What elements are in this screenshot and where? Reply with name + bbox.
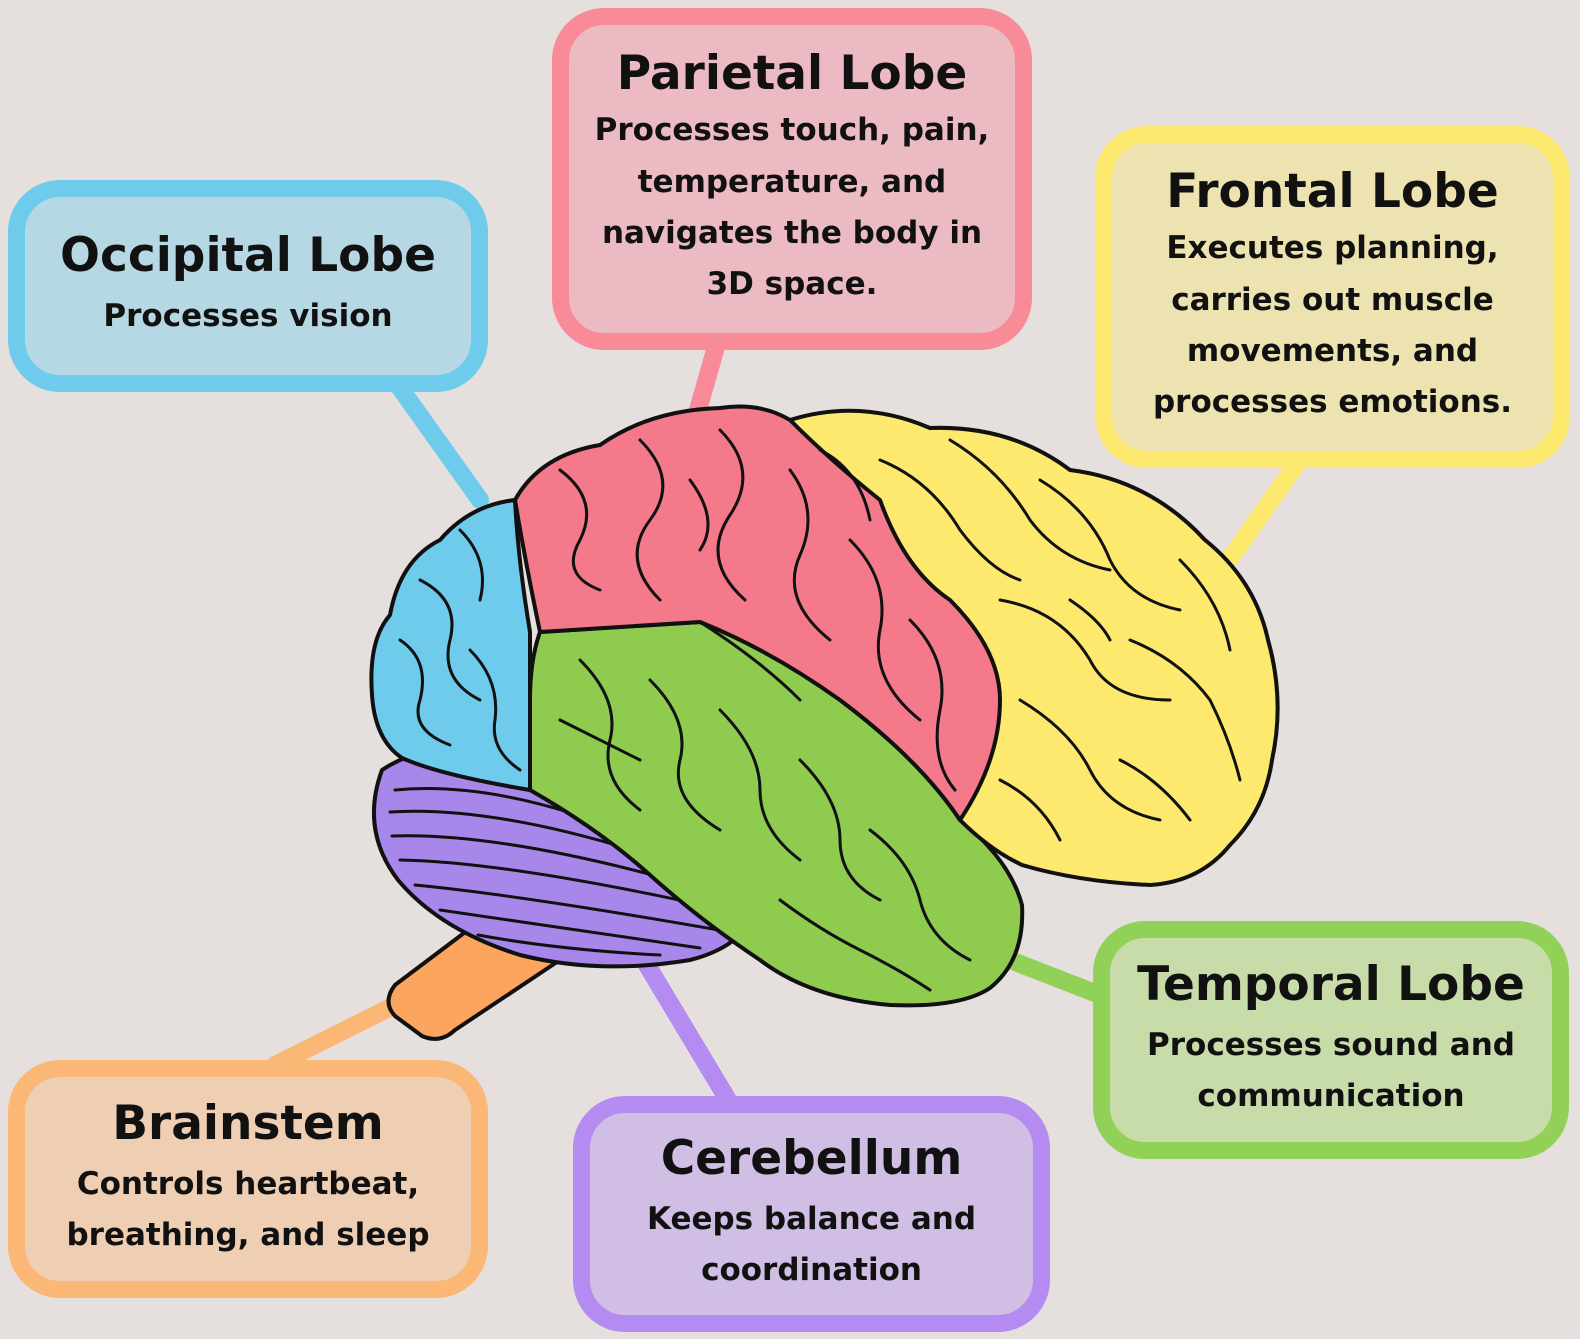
- cerebellum-title: Cerebellum: [661, 1132, 963, 1186]
- connector-parietal: [698, 340, 718, 410]
- occipital-lobe-desc-line: Processes vision: [103, 291, 392, 342]
- frontal-lobe-box: Frontal Lobe Executes planning, carries …: [1095, 126, 1570, 468]
- parietal-lobe-desc-line: Processes touch, pain,: [595, 105, 990, 156]
- connector-temporal: [1005, 958, 1100, 995]
- occipital-lobe-title: Occipital Lobe: [60, 229, 436, 283]
- parietal-lobe-title: Parietal Lobe: [617, 47, 967, 101]
- occipital-lobe-description: Processes vision: [103, 291, 392, 342]
- connector-frontal: [1222, 462, 1298, 570]
- frontal-lobe-title: Frontal Lobe: [1166, 165, 1498, 219]
- parietal-lobe-description: Processes touch, pain, temperature, and …: [595, 105, 990, 311]
- cerebellum-box: Cerebellum Keeps balance and coordinatio…: [573, 1096, 1050, 1332]
- temporal-lobe-desc-line: communication: [1147, 1071, 1515, 1122]
- frontal-lobe-description: Executes planning, carries out muscle mo…: [1153, 223, 1512, 429]
- temporal-lobe-description: Processes sound and communication: [1147, 1020, 1515, 1123]
- brainstem-box: Brainstem Controls heartbeat, breathing,…: [8, 1060, 488, 1298]
- frontal-lobe-desc-line: processes emotions.: [1153, 377, 1512, 428]
- parietal-lobe-box: Parietal Lobe Processes touch, pain, tem…: [552, 8, 1032, 350]
- occipital-lobe-region: [371, 500, 530, 790]
- cerebellum-desc-line: coordination: [647, 1245, 976, 1296]
- parietal-lobe-desc-line: 3D space.: [595, 259, 990, 310]
- cerebellum-desc-line: Keeps balance and: [647, 1194, 976, 1245]
- frontal-lobe-desc-line: Executes planning,: [1153, 223, 1512, 274]
- brainstem-description: Controls heartbeat, breathing, and sleep: [66, 1159, 429, 1262]
- frontal-lobe-desc-line: movements, and: [1153, 326, 1512, 377]
- connector-occipital: [398, 385, 480, 500]
- brainstem-desc-line: breathing, and sleep: [66, 1210, 429, 1261]
- parietal-lobe-desc-line: navigates the body in: [595, 208, 990, 259]
- brainstem-desc-line: Controls heartbeat,: [66, 1159, 429, 1210]
- occipital-lobe-box: Occipital Lobe Processes vision: [8, 180, 488, 392]
- connector-brainstem: [275, 1005, 395, 1065]
- connector-cerebellum: [635, 945, 728, 1100]
- temporal-lobe-desc-line: Processes sound and: [1147, 1020, 1515, 1071]
- brainstem-title: Brainstem: [112, 1097, 384, 1151]
- temporal-lobe-box: Temporal Lobe Processes sound and commun…: [1093, 921, 1569, 1159]
- temporal-lobe-title: Temporal Lobe: [1137, 958, 1525, 1012]
- frontal-lobe-desc-line: carries out muscle: [1153, 275, 1512, 326]
- cerebellum-description: Keeps balance and coordination: [647, 1194, 976, 1297]
- parietal-lobe-desc-line: temperature, and: [595, 157, 990, 208]
